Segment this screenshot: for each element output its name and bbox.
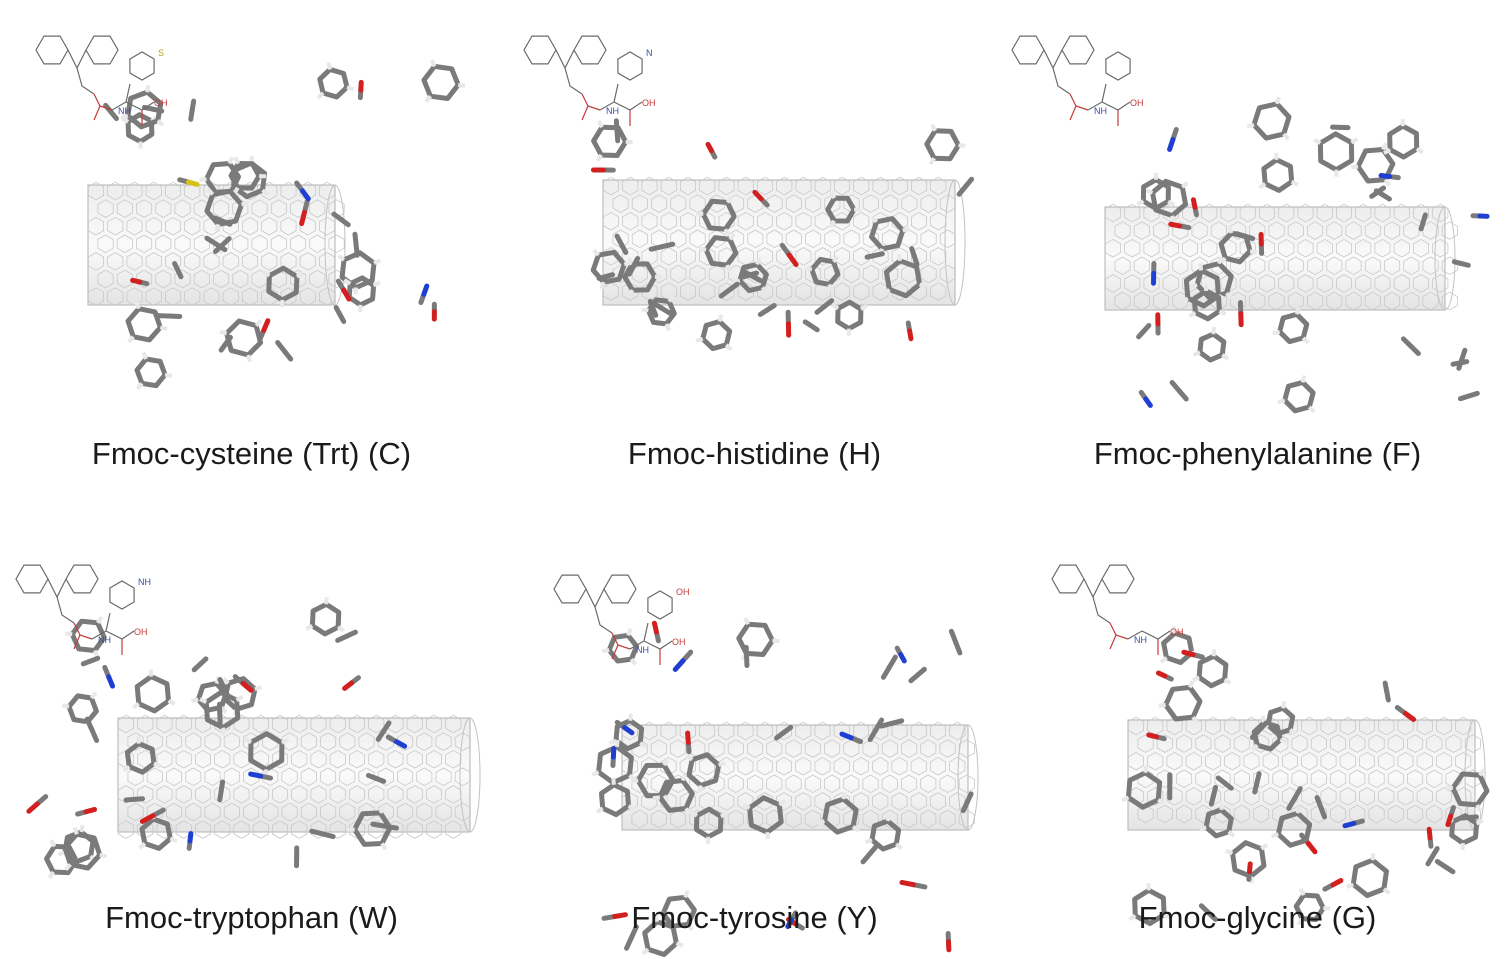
side-chain-heteroatom-label: S — [158, 48, 164, 58]
side-chain-heteroatom-label: OH — [676, 587, 690, 597]
panel-caption-H: Fmoc-histidine (H) — [627, 436, 882, 471]
panel-C: NH OH S Fmoc-cysteine (Trt) (C) — [0, 0, 503, 479]
structure-formula-H: NH OH N — [523, 35, 656, 126]
nh-label: NH — [1094, 106, 1107, 116]
molecular-model-G: NH OH — [1051, 564, 1490, 926]
nh-label: NH — [118, 106, 131, 116]
adsorbed-molecules — [591, 617, 974, 957]
nh-label: NH — [606, 106, 619, 116]
oh-label: OH — [1170, 627, 1184, 637]
panel-caption-G: Fmoc-glycine (G) — [1138, 900, 1377, 935]
panel-H: NH OH N Fmoc-histidine (H) — [503, 0, 1006, 479]
side-chain-heteroatom-label: NH — [138, 577, 151, 587]
structure-formula-F: NH OH — [1011, 35, 1144, 126]
molecular-model-W: NH OH NH — [15, 564, 481, 879]
adsorbed-molecules — [26, 597, 408, 879]
panel-caption-Y: Fmoc-tyrosine (Y) — [631, 900, 878, 935]
adsorbed-molecules — [1121, 625, 1490, 926]
panel-caption-F: Fmoc-phenylalanine (F) — [1093, 436, 1422, 471]
oh-label: OH — [134, 627, 148, 637]
molecular-model-H: NH OH N — [523, 35, 975, 352]
adsorbed-molecules — [1136, 96, 1490, 414]
molecular-model-F: NH OH — [1011, 35, 1490, 414]
panel-G: NH OH Fmoc-glycine (G) — [1006, 479, 1509, 958]
carbon-nanotube — [1127, 716, 1486, 831]
carbon-nanotube — [602, 176, 966, 306]
oh-label: OH — [1130, 98, 1144, 108]
carbon-nanotube — [117, 714, 481, 839]
structure-formula-C: NH OH S — [35, 35, 168, 126]
nh-label: NH — [1134, 635, 1147, 645]
adsorbed-molecules — [590, 118, 975, 352]
structure-formula-Y: NH OH OH — [553, 574, 690, 665]
structure-formula-G: NH OH — [1051, 564, 1184, 655]
panel-caption-C: Fmoc-cysteine (Trt) (C) — [91, 436, 412, 471]
panel-Y: NH OH OH Fmoc-tyrosine (Y) — [503, 479, 1006, 958]
panel-W: NH OH NH Fmoc-tryptophan (W) — [0, 479, 503, 958]
panel-F: NH OH Fmoc-phenylalanine (F) — [1006, 0, 1509, 479]
adsorbed-molecules — [103, 59, 466, 391]
oh-label: OH — [672, 637, 686, 647]
oh-label: OH — [642, 98, 656, 108]
nh-label: NH — [636, 645, 649, 655]
side-chain-heteroatom-label: N — [646, 48, 653, 58]
carbon-nanotube — [1104, 203, 1458, 311]
carbon-nanotube — [621, 721, 979, 831]
panel-caption-W: Fmoc-tryptophan (W) — [105, 900, 398, 935]
oh-label: OH — [154, 98, 168, 108]
nh-label: NH — [98, 635, 111, 645]
molecular-model-C: NH OH S — [35, 35, 466, 391]
structure-formula-W: NH OH NH — [15, 564, 151, 655]
molecular-model-Y: NH OH OH — [553, 574, 979, 957]
